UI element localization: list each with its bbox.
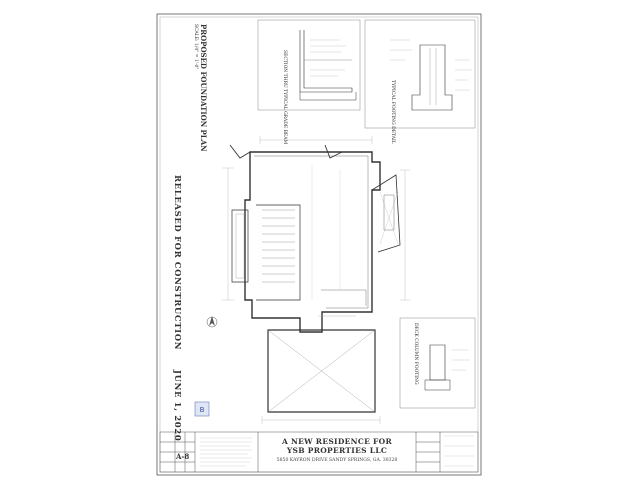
plan-title: PROPOSED FOUNDATION PLAN: [199, 24, 208, 152]
title-line-1: A NEW RESIDENCE FOR: [281, 437, 393, 446]
svg-text:B: B: [200, 406, 205, 414]
deck-column-label: DECK COLUMN FOOTING: [413, 323, 418, 385]
footing-detail: [364, 19, 476, 129]
title-line-2: YSB PROPERTIES LLC: [286, 446, 388, 455]
sheet-number: A-8: [176, 452, 190, 461]
deck-column-detail: [399, 317, 476, 409]
released-stamp: RELEASED FOR CONSTRUCTION: [172, 175, 182, 351]
project-address: 5850 KAYRON DRIVE SANDY SPRINGS, GA. 303…: [276, 458, 398, 463]
footing-label: TYPICAL FOOTING DETAIL: [390, 80, 395, 144]
north-arrow-icon: [206, 316, 218, 328]
title-block: [159, 431, 479, 473]
grade-beam-detail: [257, 19, 361, 111]
issue-date: JUNE 1, 2020: [172, 370, 182, 442]
foundation-walls: [229, 144, 401, 413]
grade-beam-label: SECTION THRU TYPICAL GRADE BEAM: [282, 50, 287, 145]
dimension-lines: [222, 136, 410, 424]
plan-scale: SCALE: 1/4" = 1'-0": [193, 24, 198, 70]
logo-stamp: B: [194, 401, 210, 417]
